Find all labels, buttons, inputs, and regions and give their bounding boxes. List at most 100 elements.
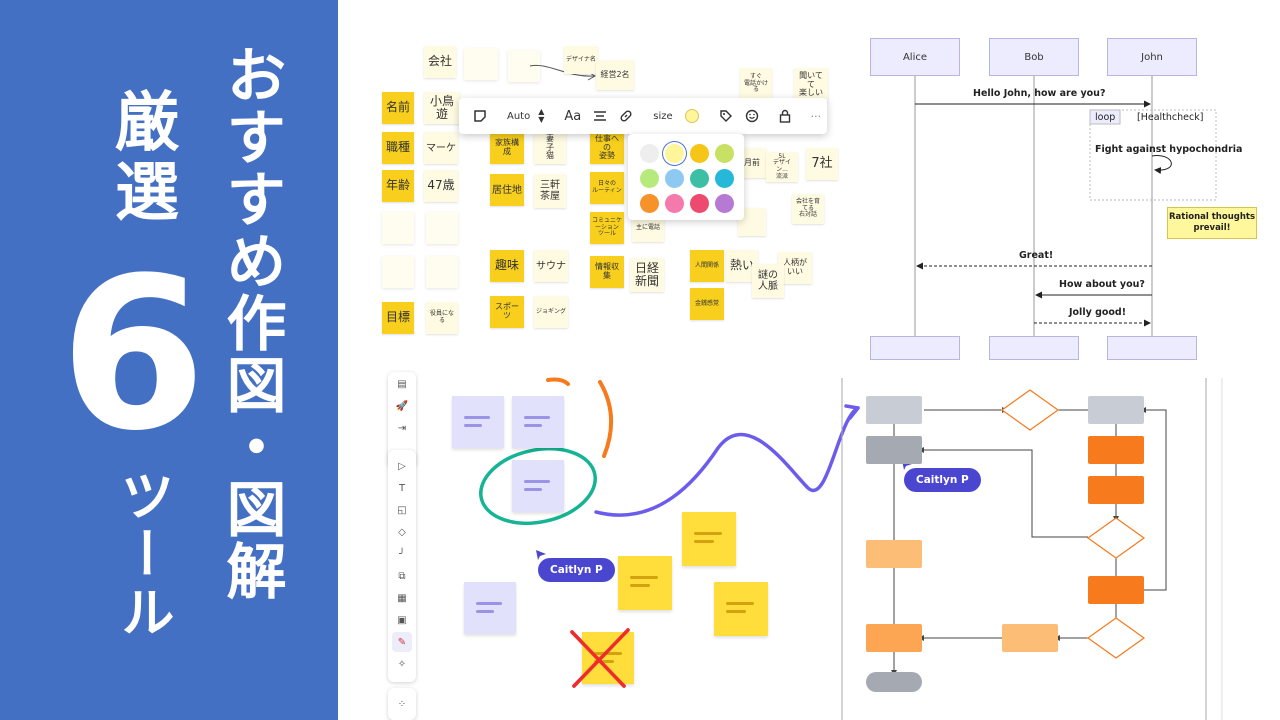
text-tool-icon[interactable]: T xyxy=(398,482,406,494)
sticky-note[interactable]: 人間関係 xyxy=(690,250,724,282)
sticky-note[interactable]: 小鳥遊 xyxy=(424,92,460,124)
sticky-note[interactable]: 家族構成 xyxy=(490,132,524,164)
more-button[interactable]: ··· xyxy=(805,98,828,134)
rocket-icon[interactable]: 🚀 xyxy=(395,400,409,412)
sticky-note[interactable]: コミュニケーション ツール xyxy=(590,212,624,244)
color-swatch[interactable] xyxy=(690,194,709,213)
emoji-button[interactable] xyxy=(739,98,765,134)
flowchart-process-box[interactable] xyxy=(866,436,922,464)
sticky-note[interactable]: 年齢 xyxy=(382,170,414,202)
actor-box[interactable]: John xyxy=(1107,38,1197,76)
yellow-sticky-note[interactable] xyxy=(714,582,768,636)
flowchart-process-box[interactable] xyxy=(1002,624,1058,652)
purple-sticky-note[interactable] xyxy=(512,396,564,448)
shapes-icon[interactable]: ◇ xyxy=(398,526,406,538)
color-swatch[interactable] xyxy=(690,144,709,163)
sticky-note[interactable]: 情報収集 xyxy=(590,256,624,288)
sticky-note-blank[interactable] xyxy=(382,212,414,244)
sticky-note[interactable]: 職種 xyxy=(382,132,414,164)
sticky-note[interactable]: 聞いてて 楽しい xyxy=(794,68,828,102)
sticky-note[interactable]: 謎の 人脈 xyxy=(752,264,784,298)
sticky-note-blank[interactable] xyxy=(382,256,414,288)
sticky-note[interactable]: 目標 xyxy=(382,302,414,334)
sticky-note[interactable]: デザイナ名 xyxy=(564,46,598,74)
flowchart-diamond[interactable] xyxy=(1088,618,1144,658)
sticky-note-blank[interactable] xyxy=(426,212,458,244)
text-align-button[interactable] xyxy=(587,98,613,134)
flowchart-process-box[interactable] xyxy=(866,540,922,568)
sticky-note[interactable]: ジョギング xyxy=(534,296,568,328)
select-arrow-icon[interactable]: ▷ xyxy=(398,460,406,472)
apps-icon[interactable]: ⁘ xyxy=(397,698,407,710)
color-button[interactable] xyxy=(679,98,705,134)
flowchart-process-box[interactable] xyxy=(1088,476,1144,504)
sticky-note[interactable]: 会社 xyxy=(424,46,456,78)
flowchart-diamond[interactable] xyxy=(1002,390,1058,430)
sticky-note[interactable]: 5L デザイン... 流派 xyxy=(766,152,798,182)
size-button[interactable]: size xyxy=(647,98,678,134)
purple-sticky-note[interactable] xyxy=(452,396,504,448)
sticky-note[interactable]: 役員になる xyxy=(426,302,458,334)
sticky-note[interactable]: 日経 新聞 xyxy=(630,258,664,292)
color-swatch[interactable] xyxy=(640,144,659,163)
color-swatch[interactable] xyxy=(640,169,659,188)
connector-icon[interactable]: ╯ xyxy=(398,548,406,560)
purple-sticky-note[interactable] xyxy=(512,460,564,512)
pen-icon[interactable]: ✎ xyxy=(392,632,412,652)
sticky-note-blank[interactable] xyxy=(426,256,458,288)
link-button[interactable] xyxy=(613,98,639,134)
sticky-note[interactable]: 妻 子 猫 xyxy=(534,132,566,164)
sticky-note-icon[interactable] xyxy=(467,98,493,134)
color-swatch[interactable] xyxy=(715,144,734,163)
color-swatch[interactable] xyxy=(665,169,684,188)
color-swatch[interactable] xyxy=(690,169,709,188)
image-icon[interactable]: ▣ xyxy=(397,614,407,626)
sticky-note[interactable]: 名前 xyxy=(382,92,414,124)
lock-button[interactable] xyxy=(773,98,797,134)
sticky-note[interactable]: 金銭感覚 xyxy=(690,288,724,320)
color-swatch[interactable] xyxy=(665,194,684,213)
table-icon[interactable]: ▤ xyxy=(397,378,407,390)
actor-box[interactable]: Bob xyxy=(989,38,1079,76)
yellow-sticky-note[interactable] xyxy=(682,512,736,566)
magic-wand-icon[interactable]: ✧ xyxy=(397,658,407,670)
yellow-sticky-note[interactable] xyxy=(582,632,634,684)
sticky-note[interactable]: スポーツ xyxy=(490,296,524,328)
sticky-note[interactable]: 会社を育てる 右対話 xyxy=(792,194,824,224)
sticky-note[interactable]: 仕事への 姿勢 xyxy=(590,132,624,164)
flowchart-process-box[interactable] xyxy=(866,396,922,424)
color-swatch[interactable] xyxy=(715,194,734,213)
flowchart-diamond[interactable] xyxy=(1088,518,1144,558)
sticky-note[interactable]: 経営2名 xyxy=(596,60,634,90)
tag-button[interactable] xyxy=(713,98,739,134)
color-swatch[interactable] xyxy=(665,144,684,163)
frame-icon[interactable]: ⧉ xyxy=(398,570,406,582)
sticky-note-blank[interactable] xyxy=(464,48,498,80)
text-style-button[interactable]: Aa xyxy=(558,98,587,134)
sticky-note[interactable]: 7社 xyxy=(806,148,838,180)
flowchart-process-box[interactable] xyxy=(1088,396,1144,424)
sticky-note[interactable]: 47歳 xyxy=(424,170,458,202)
color-swatch[interactable] xyxy=(640,194,659,213)
sticky-note[interactable]: 三軒 茶屋 xyxy=(534,174,566,208)
sticky-note-blank[interactable] xyxy=(508,50,540,82)
note-box[interactable]: Rational thoughts prevail! xyxy=(1167,207,1257,239)
sticky-note[interactable]: 居住地 xyxy=(490,174,524,206)
purple-sticky-note[interactable] xyxy=(464,582,516,634)
color-swatch[interactable] xyxy=(715,169,734,188)
sticky-note[interactable]: マーケ xyxy=(424,132,458,164)
import-icon[interactable]: ⇥ xyxy=(397,422,407,434)
flowchart-process-box[interactable] xyxy=(1088,436,1144,464)
sticky-note[interactable]: サウナ xyxy=(534,250,568,282)
yellow-sticky-note[interactable] xyxy=(618,556,672,610)
sticky-note[interactable]: 日々の ルーティン xyxy=(590,172,624,204)
card-icon[interactable]: ▦ xyxy=(397,592,407,604)
sticky-note[interactable]: すぐ 電話かける xyxy=(740,68,772,100)
flowchart-process-box[interactable] xyxy=(866,624,922,652)
flowchart-process-box[interactable] xyxy=(1088,576,1144,604)
actor-box[interactable]: Alice xyxy=(870,38,960,76)
font-size-select[interactable]: Auto ▲▼ xyxy=(501,98,550,134)
sticky-tool-icon[interactable]: ◱ xyxy=(397,504,407,516)
sticky-note[interactable]: 趣味 xyxy=(490,250,524,282)
flowchart-terminal[interactable] xyxy=(866,672,922,692)
